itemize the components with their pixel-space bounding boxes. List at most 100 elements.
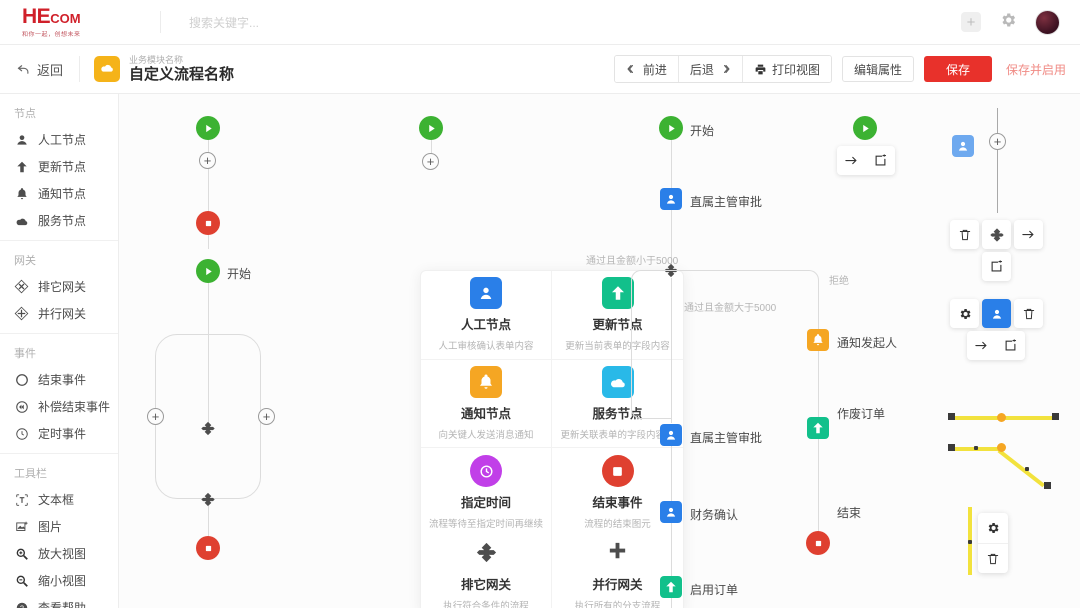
- sidebar-section-events: 事件 结束事件 补偿结束事件 定时事件: [0, 334, 118, 454]
- copy-add-icon[interactable]: [996, 331, 1025, 360]
- back-label: 返回: [37, 62, 64, 78]
- end-event-node[interactable]: [196, 211, 220, 235]
- copy-add-icon[interactable]: [982, 252, 1011, 281]
- sidebar-item-parallel-gateway[interactable]: 并行网关: [0, 300, 118, 327]
- sidebar-label: 更新节点: [38, 160, 87, 174]
- sidebar-label: 并行网关: [38, 307, 87, 321]
- node-palette-panel[interactable]: 人工节点 人工审核确认表单内容 更新节点 更新当前表单的字段内容 通知节点 向关…: [420, 270, 684, 608]
- gateway-node-bottom[interactable]: [200, 491, 216, 507]
- palette-item-parallel-gateway[interactable]: 并行网关 执行所有的分支流程: [552, 537, 683, 608]
- drag-connector-line: [997, 108, 998, 213]
- avatar[interactable]: [1035, 9, 1060, 35]
- start-event-node[interactable]: [196, 116, 220, 140]
- reject-end-node[interactable]: [806, 531, 830, 555]
- arrow-right-icon[interactable]: [837, 146, 866, 175]
- edge-waypoint-dot[interactable]: [968, 540, 972, 544]
- main-enable-order-node[interactable]: [660, 576, 682, 598]
- edge-handle-start[interactable]: [948, 444, 955, 451]
- start-event-node-labeled[interactable]: [196, 259, 220, 283]
- trash-icon[interactable]: [978, 543, 1008, 573]
- gear-icon[interactable]: [978, 513, 1008, 543]
- palette-item-end-event[interactable]: 结束事件 流程的结束图元: [552, 448, 683, 537]
- node-label: 开始: [227, 267, 252, 281]
- gateway-context-toolbar[interactable]: [950, 220, 1043, 249]
- backward-button[interactable]: 后退: [678, 56, 743, 82]
- reject-notify-node[interactable]: [807, 329, 829, 351]
- reject-void-order-node[interactable]: [807, 417, 829, 439]
- edge-midpoint-handle[interactable]: [997, 443, 1006, 452]
- plus-icon[interactable]: +: [961, 12, 981, 32]
- sidebar-item-end-event[interactable]: 结束事件: [0, 366, 118, 393]
- gateway-context-toolbar-secondary[interactable]: [982, 252, 1011, 281]
- drag-node-preview[interactable]: [952, 135, 974, 157]
- sidebar-item-compensate-end-event[interactable]: 补偿结束事件: [0, 393, 118, 420]
- trash-icon[interactable]: [950, 220, 979, 249]
- textbox-icon: [14, 492, 29, 507]
- sidebar-label: 人工节点: [38, 133, 87, 147]
- sidebar-item-zoom-out[interactable]: 缩小视图: [0, 567, 118, 594]
- main-approval-node-2[interactable]: [660, 424, 682, 446]
- drag-add-button[interactable]: +: [989, 133, 1006, 150]
- palette-item-exclusive-gateway[interactable]: 排它网关 执行符合条件的流程: [421, 536, 552, 608]
- selected-edge-bent-diagonal[interactable]: [997, 449, 1045, 488]
- copy-add-icon[interactable]: [866, 146, 895, 175]
- palette-item-manual-node[interactable]: 人工节点 人工审核确认表单内容: [421, 271, 552, 360]
- sidebar-item-update-node[interactable]: 更新节点: [0, 153, 118, 180]
- edge-waypoint-dot[interactable]: [974, 446, 978, 450]
- search-input[interactable]: 搜索关键字...: [189, 15, 260, 30]
- sidebar-item-manual-node[interactable]: 人工节点: [0, 126, 118, 153]
- sidebar-label: 定时事件: [38, 427, 87, 441]
- edge-handle-end[interactable]: [1044, 482, 1051, 489]
- palette-item-service-node[interactable]: 服务节点 更新关联表单的字段内容等: [552, 360, 683, 449]
- end-event-node-bottom[interactable]: [196, 536, 220, 560]
- start-event-node-col2[interactable]: [419, 116, 443, 140]
- arrow-right-icon[interactable]: [967, 331, 996, 360]
- sample-start-node[interactable]: [853, 116, 877, 140]
- back-button[interactable]: 返回: [16, 60, 63, 79]
- forward-button[interactable]: 前进: [614, 56, 679, 82]
- save-and-enable-button[interactable]: 保存并启用: [1005, 62, 1066, 77]
- sidebar-item-zoom-in[interactable]: 放大视图: [0, 540, 118, 567]
- arrow-right-icon[interactable]: [1014, 220, 1043, 249]
- person-icon[interactable]: [982, 299, 1011, 328]
- sidebar-item-image[interactable]: 图片: [0, 513, 118, 540]
- add-node-button-left[interactable]: +: [147, 408, 164, 425]
- gear-icon[interactable]: [950, 299, 979, 328]
- edge-context-menu[interactable]: [978, 513, 1008, 573]
- edge-waypoint-dot[interactable]: [1025, 467, 1029, 471]
- edge-midpoint-handle[interactable]: [997, 413, 1006, 422]
- main-approval-node-1[interactable]: [660, 188, 682, 210]
- arrow-up-icon: [807, 417, 829, 439]
- add-node-button[interactable]: +: [199, 152, 216, 169]
- gear-icon[interactable]: [999, 11, 1017, 34]
- edge-handle-start[interactable]: [948, 413, 955, 420]
- add-node-button-right[interactable]: +: [258, 408, 275, 425]
- flow-canvas[interactable]: + 开始 + +: [119, 94, 1080, 608]
- compensate-icon: [14, 399, 29, 414]
- gateway-node-top[interactable]: [200, 420, 216, 436]
- node-context-toolbar-secondary[interactable]: [967, 331, 1025, 360]
- palette-item-update-node[interactable]: 更新节点 更新当前表单的字段内容: [552, 271, 683, 360]
- edge-handle-end[interactable]: [1052, 413, 1059, 420]
- node-context-toolbar[interactable]: [950, 299, 1043, 328]
- app-logo[interactable]: HECOM 和你一起，创想未来: [22, 6, 142, 38]
- main-finance-node[interactable]: [660, 501, 682, 523]
- exclusive-gateway-icon[interactable]: [982, 220, 1011, 249]
- edit-properties-button[interactable]: 编辑属性: [841, 56, 914, 82]
- add-node-button-col2[interactable]: +: [422, 153, 439, 170]
- sidebar-item-service-node[interactable]: 服务节点: [0, 207, 118, 234]
- sidebar-item-textbox[interactable]: 文本框: [0, 486, 118, 513]
- save-button[interactable]: 保存: [923, 56, 992, 82]
- trash-icon[interactable]: [1014, 299, 1043, 328]
- sidebar-item-exclusive-gateway[interactable]: 排它网关: [0, 273, 118, 300]
- sidebar-item-help[interactable]: ? 查看帮助: [0, 594, 118, 608]
- person-icon: [660, 188, 682, 210]
- sample-drag-toolbar[interactable]: [837, 146, 895, 175]
- sidebar-item-timer-event[interactable]: 定时事件: [0, 420, 118, 447]
- sidebar-item-notify-node[interactable]: 通知节点: [0, 180, 118, 207]
- print-view-button[interactable]: 打印视图: [742, 56, 831, 82]
- palette-item-timer[interactable]: 指定时间 流程等待至指定时间再继续: [421, 448, 552, 537]
- main-start-node[interactable]: [659, 116, 683, 140]
- palette-item-notify-node[interactable]: 通知节点 向关键人发送消息通知: [421, 359, 552, 449]
- sidebar-label: 文本框: [38, 493, 75, 507]
